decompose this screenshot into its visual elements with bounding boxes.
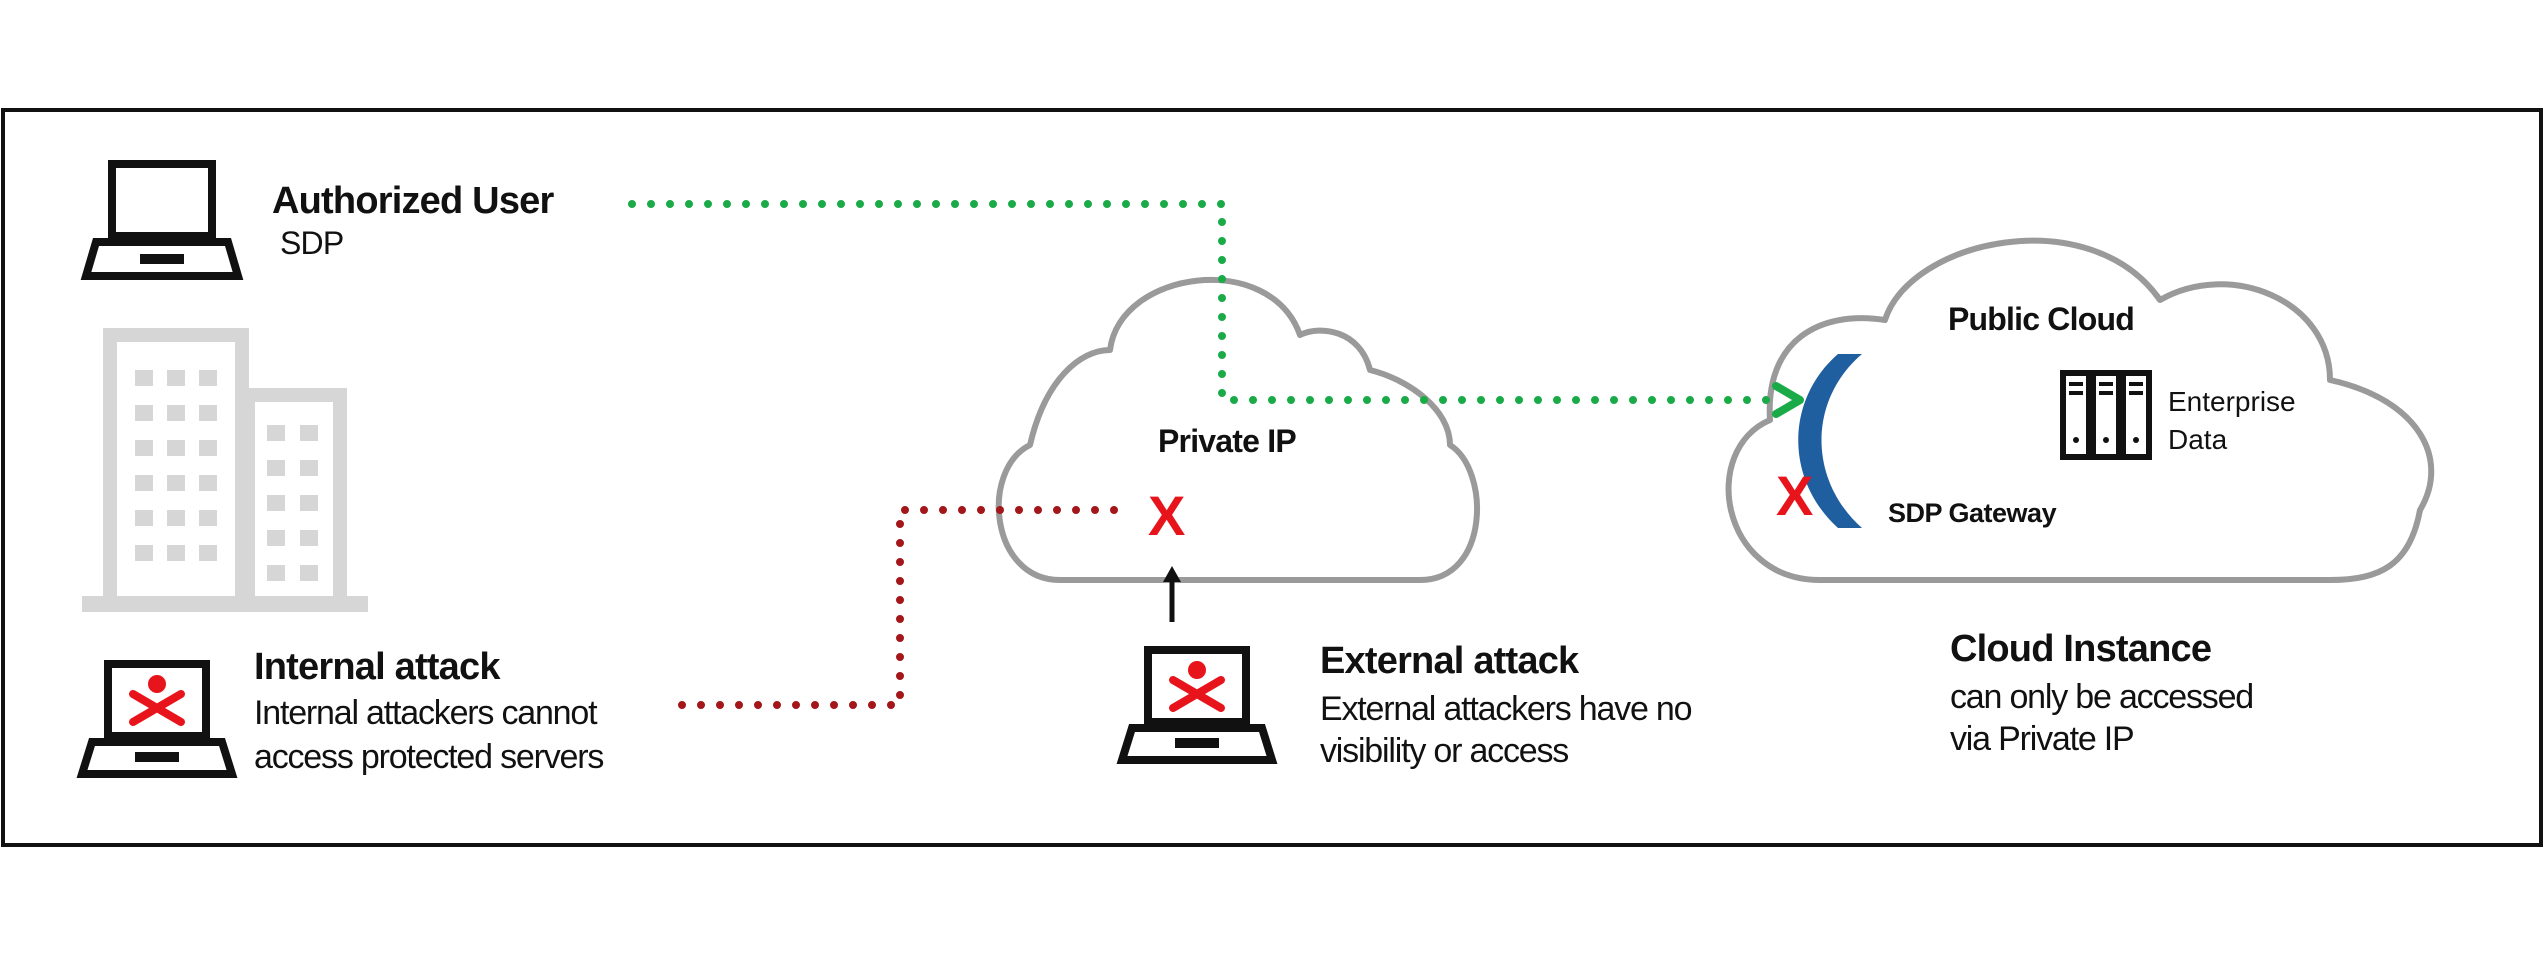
- external-attack-line1: External attackers have no: [1320, 690, 1693, 728]
- external-attack-arrow: [1163, 566, 1181, 622]
- enterprise-data-label-1: Enterprise: [2168, 386, 2296, 417]
- internal-attack-line1: Internal attackers cannot: [254, 694, 598, 732]
- attacker-laptop-icon: [76, 660, 238, 778]
- authorized-user-title: Authorized User: [272, 180, 554, 222]
- cloud-instance-title: Cloud Instance: [1950, 628, 2212, 670]
- cloud-instance-line2: via Private IP: [1950, 720, 2135, 758]
- arrow-head-icon: [1772, 382, 1804, 418]
- enterprise-data-label-2: Data: [2168, 424, 2228, 455]
- building-icon: [82, 328, 368, 612]
- internal-attack-title: Internal attack: [254, 646, 500, 688]
- external-attack-line2: visibility or access: [1320, 732, 1569, 770]
- sdp-gateway-label: SDP Gateway: [1888, 498, 2057, 528]
- blocked-x-mark: X: [1776, 464, 1814, 527]
- gateway-arc-icon: [1798, 354, 1862, 528]
- internal-attack-line2: access protected servers: [254, 738, 604, 776]
- private-cloud-label: Private IP: [1158, 423, 1297, 459]
- cloud-instance-line1: can only be accessed: [1950, 678, 2254, 716]
- authorized-user-subtitle: SDP: [280, 225, 344, 261]
- cloud-icon: [995, 276, 1481, 583]
- diagram-frame: [1, 108, 2543, 847]
- blocked-x-mark: X: [1148, 484, 1186, 547]
- attacker-laptop-icon: [1116, 646, 1278, 764]
- public-cloud-label: Public Cloud: [1948, 301, 2135, 337]
- external-attack-title: External attack: [1320, 640, 1579, 682]
- laptop-icon: [80, 160, 244, 280]
- server-rack-icon: [2060, 370, 2152, 460]
- authorized-path: [628, 200, 1774, 404]
